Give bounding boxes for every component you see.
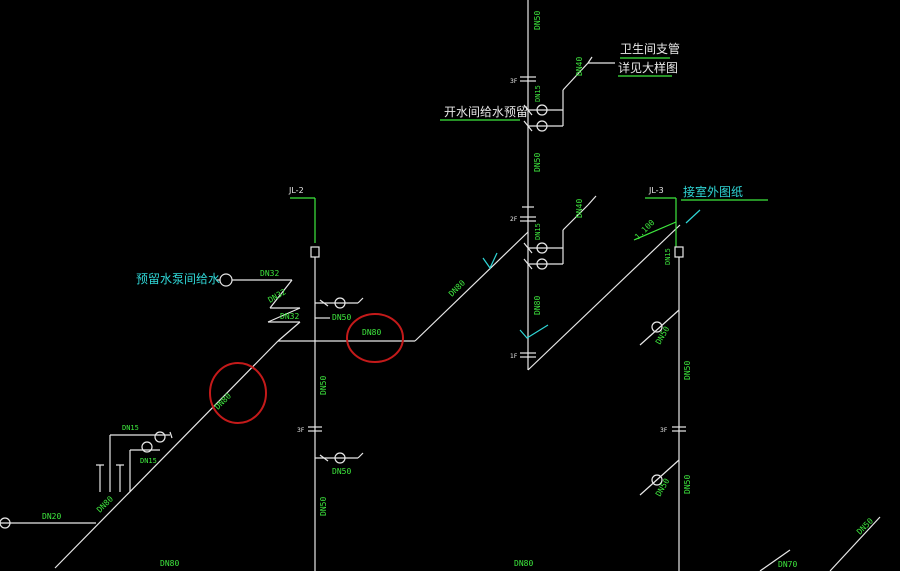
bottom-right-pipes bbox=[759, 516, 881, 571]
label-tea-room-reserve: 开水间给水预留 bbox=[444, 105, 528, 119]
dn-label: DN50 bbox=[332, 467, 351, 476]
dn-label: DN50 bbox=[319, 497, 328, 516]
leader-lines bbox=[440, 57, 768, 201]
dn-label: DN80 bbox=[362, 328, 381, 337]
label-floor-3f-b: 3F bbox=[297, 427, 305, 434]
dn-label: DN80 bbox=[447, 278, 467, 298]
label-slope: 1.100 bbox=[633, 218, 657, 242]
dn-label: DN15 bbox=[534, 85, 542, 102]
dn-label: DN70 bbox=[778, 560, 797, 569]
label-riser-jl3: JL-3 bbox=[648, 186, 664, 195]
riser-jl3 bbox=[633, 197, 701, 571]
label-floor-3f-c: 3F bbox=[660, 427, 668, 434]
dn-label: DN50 bbox=[654, 325, 672, 346]
main-riser-center bbox=[520, 0, 615, 370]
check-marks bbox=[482, 252, 549, 339]
pipe-size-labels: DN50 DN40 DN15 DN50 DN40 DN15 DN80 DN80 … bbox=[42, 11, 875, 569]
label-floor-2f-a: 2F bbox=[510, 216, 518, 223]
dn-label: DN50 bbox=[332, 313, 351, 322]
dn-label: DN80 bbox=[95, 494, 115, 514]
dn-label: DN40 bbox=[575, 57, 584, 76]
dn-label: DN40 bbox=[575, 199, 584, 218]
dn-label: DN80 bbox=[160, 559, 179, 568]
dn-label: DN80 bbox=[213, 391, 233, 411]
dn-label: DN50 bbox=[533, 153, 542, 172]
dn-label: DN50 bbox=[319, 376, 328, 395]
dn-label: DN80 bbox=[514, 559, 533, 568]
dn-label: DN15 bbox=[140, 457, 157, 465]
dn-label: DN32 bbox=[260, 269, 279, 278]
markup-circle-dn80-diagonal[interactable] bbox=[209, 362, 267, 424]
dn-label: DN80 bbox=[533, 296, 542, 315]
dn-label: DN15 bbox=[664, 248, 672, 265]
label-floor-3f-a: 3F bbox=[510, 78, 518, 85]
dn-label: DN20 bbox=[42, 512, 61, 521]
markup-circle-dn80-horizontal[interactable] bbox=[346, 313, 404, 363]
riser-jl2 bbox=[216, 197, 364, 571]
dn-label: DN50 bbox=[533, 11, 542, 30]
dn-label: DN32 bbox=[280, 312, 299, 321]
label-toilet-branch-2: 详见大样图 bbox=[618, 60, 678, 75]
label-floor-1f-a: 1F bbox=[510, 353, 518, 360]
dn-label: DN15 bbox=[534, 223, 542, 240]
dn-label: DN32 bbox=[267, 287, 288, 305]
red-markups bbox=[209, 313, 404, 424]
annotation-text: 卫生间支管 详见大样图 开水间给水预留 预留水泵间给水 接室外图纸 JL-2 J… bbox=[136, 41, 743, 434]
label-pump-room-reserve: 预留水泵间给水 bbox=[136, 272, 220, 286]
left-branches bbox=[0, 431, 173, 529]
dn80-main-pipe bbox=[54, 224, 681, 569]
label-toilet-branch-1: 卫生间支管 bbox=[620, 41, 680, 56]
label-connect-outdoor: 接室外图纸 bbox=[683, 184, 743, 199]
dn-label: DN50 bbox=[683, 475, 692, 494]
dn-label: DN15 bbox=[122, 424, 139, 432]
dn-label: DN50 bbox=[683, 361, 692, 380]
label-riser-jl2: JL-2 bbox=[288, 186, 304, 195]
